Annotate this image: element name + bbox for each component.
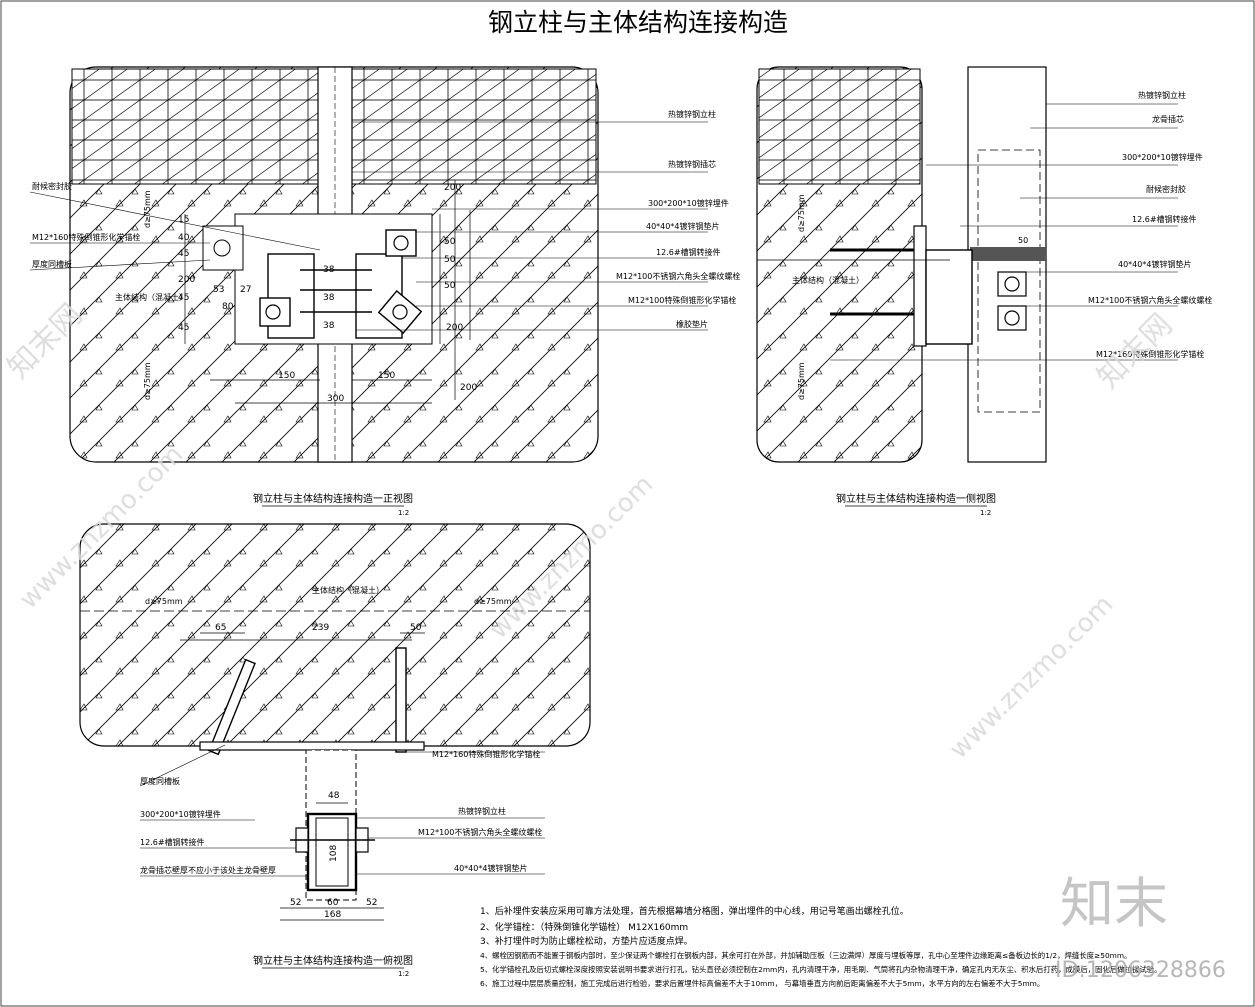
front-view: 15 40 45 200 53 27 80 45 45 38 38 38 150… bbox=[29, 66, 740, 517]
front-label-chem-anchor-100: M12*100特殊倒锥形化学锚栓 bbox=[628, 295, 736, 305]
plan-anchor-right bbox=[395, 647, 407, 753]
plan-dim-168: 168 bbox=[324, 910, 341, 920]
side-tile-band bbox=[758, 68, 921, 185]
side-label-ss-bolt: M12*100不锈钢六角头全螺纹螺栓 bbox=[1088, 295, 1212, 305]
side-steel-column bbox=[967, 66, 1047, 463]
front-label-rubber-pad: 橡胶垫片 bbox=[676, 319, 708, 329]
front-dim-38c: 38 bbox=[323, 321, 335, 331]
plan-label-embed-plate: 300*200*10镀锌埋件 bbox=[140, 809, 221, 819]
front-dim-50b: 50 bbox=[444, 255, 456, 265]
note-2: 2、化学锚栓：（特殊倒锥化学锚栓） M12X160mm bbox=[480, 921, 688, 933]
plan-dim-60: 60 bbox=[327, 898, 339, 908]
side-label-depth-top: d≥75mm bbox=[797, 194, 806, 232]
side-label-angle-gasket: 40*40*4镀锌钢垫片 bbox=[1118, 259, 1191, 269]
note-4: 4、螺栓因钢筋而不能置于钢板内部时，至少保证两个螺栓打在钢板内部，其余可打在外部… bbox=[480, 951, 1131, 960]
front-dim-27: 27 bbox=[240, 285, 251, 295]
front-dim-38a: 38 bbox=[323, 265, 335, 275]
side-label-depth-bottom: d≥75mm bbox=[797, 362, 806, 400]
side-sealant bbox=[970, 247, 1046, 261]
plan-dim-52a: 52 bbox=[290, 898, 301, 908]
front-label-angle-gasket: 40*40*4镀锌钢垫片 bbox=[646, 221, 719, 231]
plan-label-chem-anchor-160: M12*160特殊倒锥形化学锚栓 bbox=[432, 749, 540, 759]
front-dim-80: 80 bbox=[222, 302, 234, 312]
front-label-depth-bottom: d≥75mm bbox=[143, 362, 152, 400]
front-dim-45b: 45 bbox=[178, 293, 189, 303]
side-dim-50: 50 bbox=[1018, 236, 1028, 245]
plan-label-angle-gasket: 40*40*4镀锌钢垫片 bbox=[454, 863, 527, 873]
side-channel-connector bbox=[925, 249, 973, 345]
side-view-scale: 1:2 bbox=[980, 509, 991, 517]
front-label-ss-bolt: M12*100不锈钢六角头全螺纹螺栓 bbox=[616, 271, 740, 281]
front-label-thick-plate: 厚度同槽板 bbox=[32, 259, 72, 269]
plan-label-thick-plate: 厚度同槽板 bbox=[140, 776, 180, 786]
plan-view-scale: 1:2 bbox=[398, 970, 409, 978]
front-dim-150a: 150 bbox=[278, 371, 295, 381]
note-1: 1、后补埋件安装应采用可靠方法处理，首先根据幕墙分格图，弹出埋件的中心线，用记号… bbox=[480, 905, 909, 917]
front-label-depth-top: d≥75mm bbox=[143, 190, 152, 228]
front-label-structure: 主体结构（混凝土） bbox=[115, 292, 187, 302]
front-dim-200d: 200 bbox=[460, 383, 477, 393]
front-dim-200c: 200 bbox=[446, 323, 463, 333]
plan-label-core-note: 龙骨插芯壁厚不应小于该处主龙骨壁厚 bbox=[140, 865, 276, 875]
side-label-embed-plate: 300*200*10镀锌埋件 bbox=[1122, 152, 1203, 162]
front-label-sealant: 耐候密封胶 bbox=[32, 181, 72, 191]
side-embed-plate bbox=[913, 225, 927, 347]
side-label-sealant: 耐候密封胶 bbox=[1146, 184, 1186, 194]
plan-view: 65 239 50 48 108 52 60 52 168 主体结构（混凝土） … bbox=[79, 523, 591, 978]
front-dim-50c: 50 bbox=[444, 281, 456, 291]
side-label-structure: 主体结构（混凝土） bbox=[792, 275, 864, 285]
side-view: d≥75mm d≥75mm 主体结构（混凝土） 50 热镀锌钢立柱 龙骨插芯 3… bbox=[756, 66, 1212, 517]
plan-label-channel-connector: 12.6#槽钢转接件 bbox=[140, 837, 205, 847]
front-thick-plate bbox=[202, 225, 244, 271]
plan-label-depth-left: d≥75mm bbox=[145, 597, 183, 606]
plan-label-depth-right: d≥75mm bbox=[474, 597, 512, 606]
note-3: 3、补打埋件时为防止螺栓松动，方垫片应适度点焊。 bbox=[480, 935, 693, 947]
plan-dim-48: 48 bbox=[328, 791, 340, 801]
plan-anchor-left bbox=[208, 658, 256, 756]
watermark-logo: 知末 bbox=[1060, 872, 1168, 935]
front-dim-45a: 45 bbox=[178, 249, 189, 259]
plan-label-ss-bolt: M12*100不锈钢六角头全螺纹螺栓 bbox=[418, 827, 542, 837]
note-5: 5、化学锚栓孔及后切式螺栓深度按照安装说明书要求进行打孔，钻头直径必须控制在2m… bbox=[480, 965, 1162, 974]
plan-dim-52b: 52 bbox=[366, 898, 377, 908]
side-label-hot-dip-column: 热镀锌钢立柱 bbox=[1138, 90, 1186, 100]
front-view-scale: 1:2 bbox=[398, 509, 409, 517]
front-view-caption: 钢立柱与主体结构连接构造一正视图 bbox=[253, 492, 413, 505]
front-label-chem-anchor-160: M12*160特殊倒锥形化学锚栓 bbox=[32, 232, 140, 242]
plan-dim-239: 239 bbox=[312, 623, 329, 633]
note-6: 6、施工过程中层层质量控制，施工完成后进行检验，要求后置埋件标高偏差不大于10m… bbox=[480, 979, 1044, 988]
side-label-channel-connector: 12.6#槽钢转接件 bbox=[1132, 214, 1197, 224]
side-view-caption: 钢立柱与主体结构连接构造一侧视图 bbox=[836, 492, 996, 505]
front-dim-200a: 200 bbox=[178, 275, 195, 285]
front-dim-53: 53 bbox=[213, 285, 224, 295]
side-label-chem-anchor-160: M12*160特殊倒锥形化学锚栓 bbox=[1096, 349, 1204, 359]
front-dim-45c: 45 bbox=[178, 323, 189, 333]
front-label-embed-plate: 300*200*10镀锌埋件 bbox=[648, 198, 729, 208]
front-dim-38b: 38 bbox=[323, 293, 335, 303]
plan-dim-108: 108 bbox=[329, 845, 339, 862]
plan-dim-65: 65 bbox=[215, 623, 226, 633]
notes: 1、后补埋件安装应采用可靠方法处理，首先根据幕墙分格图，弹出埋件的中心线，用记号… bbox=[480, 905, 1162, 988]
plan-dim-50: 50 bbox=[410, 623, 422, 633]
page-title: 钢立柱与主体结构连接构造 bbox=[488, 8, 788, 37]
front-label-hot-dip-core: 热镀锌钢插芯 bbox=[668, 159, 716, 169]
plan-view-caption: 钢立柱与主体结构连接构造一俯视图 bbox=[253, 954, 413, 967]
front-dim-300: 300 bbox=[327, 394, 344, 404]
front-label-channel-connector: 12.6#槽钢转接件 bbox=[656, 247, 721, 257]
front-label-hot-dip-column: 热镀锌钢立柱 bbox=[668, 109, 716, 119]
side-core bbox=[977, 149, 1041, 413]
plan-embed-plate bbox=[199, 741, 425, 751]
side-label-core: 龙骨插芯 bbox=[1152, 114, 1184, 124]
watermark-site-right: www.znzmo.com bbox=[944, 590, 1119, 765]
front-dim-40: 40 bbox=[178, 233, 190, 243]
front-dim-150b: 150 bbox=[378, 371, 395, 381]
front-dim-200b: 200 bbox=[444, 183, 461, 193]
plan-label-structure: 主体结构（混凝土） bbox=[312, 585, 384, 595]
watermark-id: ID:1206328866 bbox=[1055, 958, 1226, 983]
front-dim-50a: 50 bbox=[444, 237, 456, 247]
front-dim-15: 15 bbox=[178, 215, 189, 225]
plan-label-hot-dip-column: 热镀锌钢立柱 bbox=[458, 806, 506, 816]
